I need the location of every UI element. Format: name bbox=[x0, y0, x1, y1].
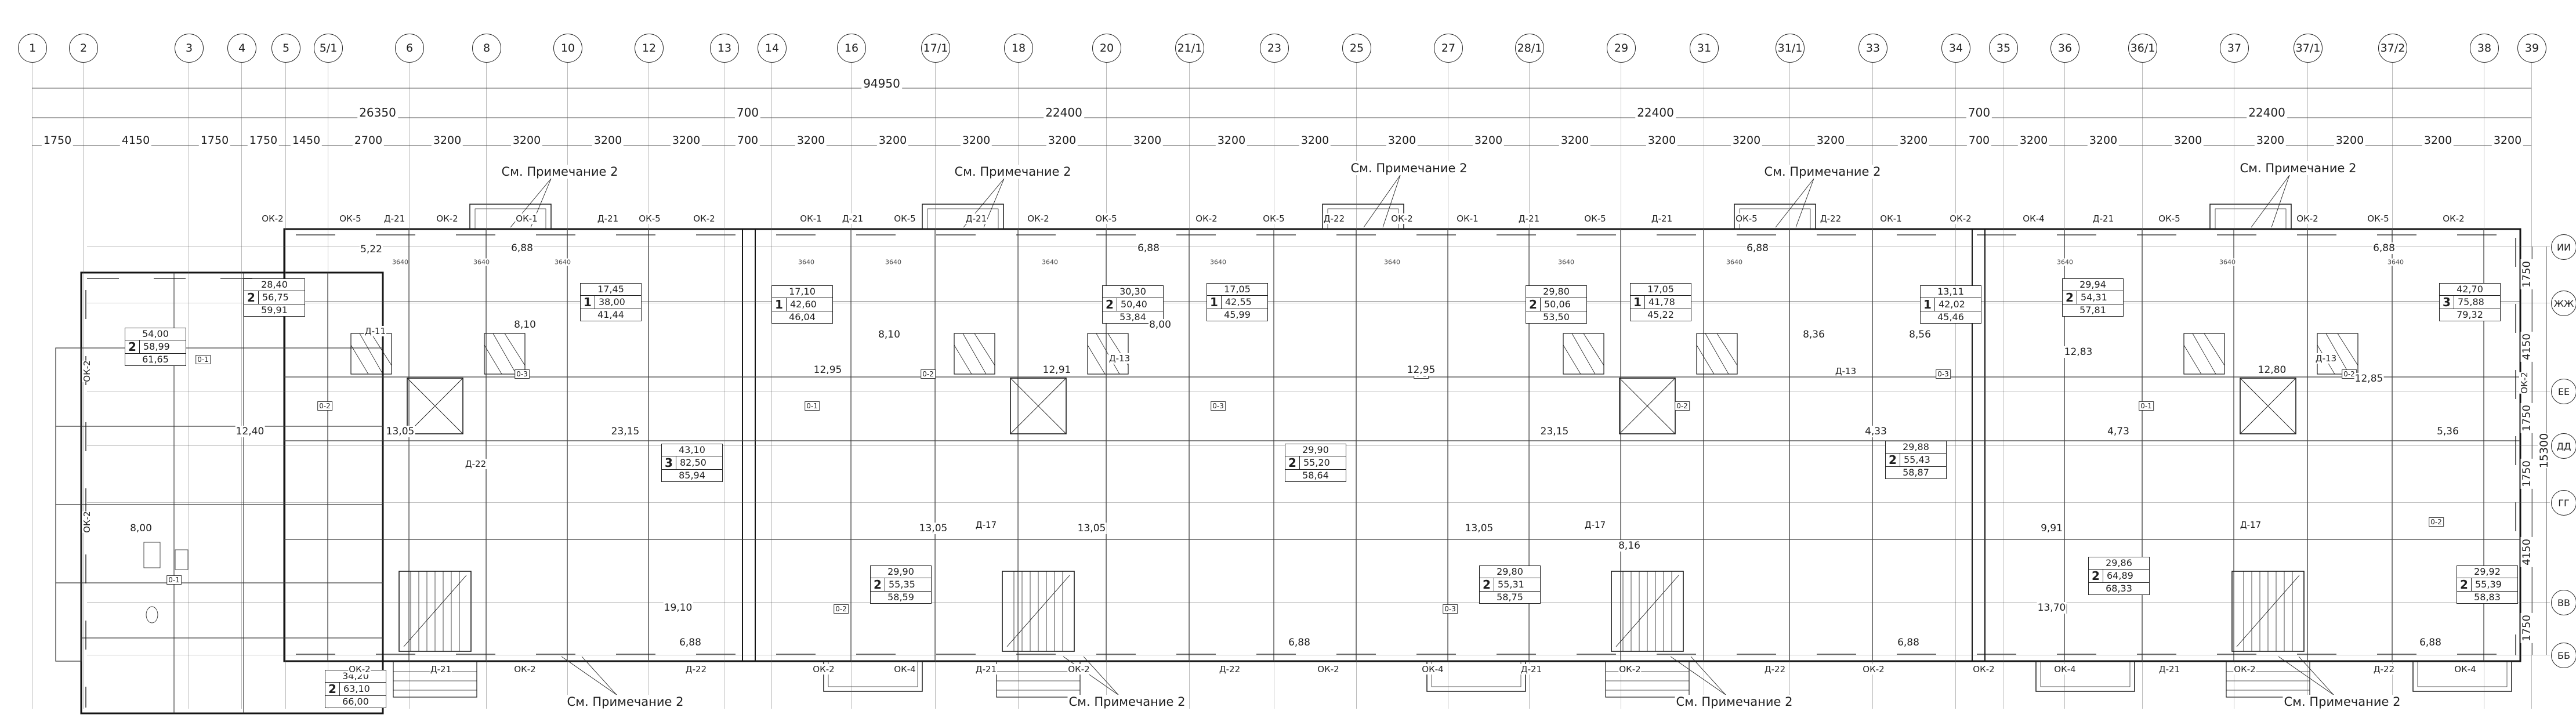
overall-dimension: 94950 bbox=[861, 77, 902, 90]
overall-height-dimension: 15300 bbox=[2538, 433, 2550, 469]
